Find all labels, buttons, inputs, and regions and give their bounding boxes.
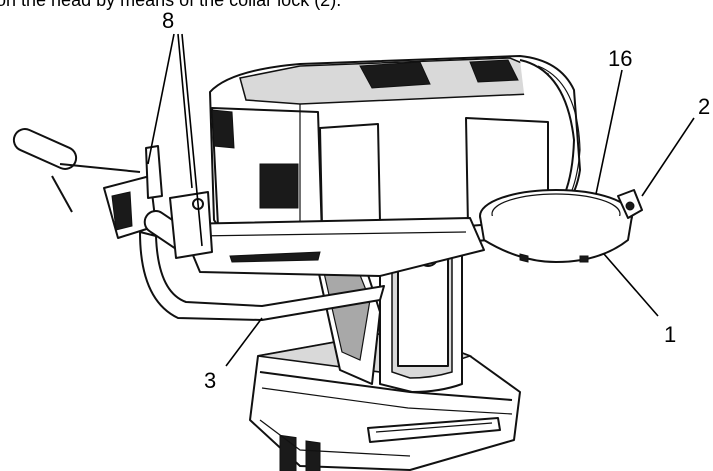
rod-handle [12, 128, 78, 170]
callout-1: 1 [664, 322, 676, 347]
leader-8c [181, 33, 203, 247]
callout-labels: 8 16 2 1 3 [162, 8, 710, 393]
leader-1 [603, 253, 659, 317]
mounting-bracket [12, 128, 485, 321]
head-top-vent [359, 61, 431, 89]
callout-8: 8 [162, 8, 174, 33]
base-handle [367, 417, 501, 443]
leader-3 [225, 317, 263, 367]
leader-8b [177, 33, 193, 189]
base-vent [305, 440, 321, 471]
head-top-vent [469, 59, 519, 83]
base-vent [279, 434, 297, 471]
head-side-vent [211, 109, 235, 149]
leader-8a [147, 33, 175, 165]
leader-16 [595, 69, 623, 195]
frame-bar [139, 231, 385, 321]
caption-text: on the head by means of the collar lock … [0, 0, 341, 10]
callout-16: 16 [608, 46, 632, 71]
fixture-head [209, 55, 581, 253]
head-side-grille [259, 163, 299, 209]
lens-collar-ring [479, 189, 643, 263]
leader-2 [641, 117, 695, 197]
callout-3: 3 [204, 368, 216, 393]
leader-lines [147, 33, 695, 367]
callout-2: 2 [698, 94, 710, 119]
